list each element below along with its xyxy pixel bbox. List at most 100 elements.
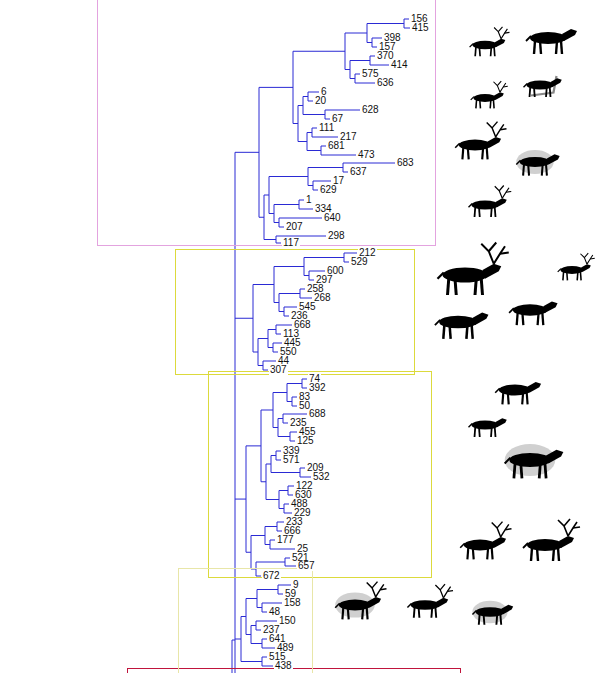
tree-branch bbox=[269, 176, 308, 177]
tree-branch bbox=[257, 607, 262, 608]
animal-tail bbox=[460, 543, 465, 548]
antler bbox=[503, 86, 508, 88]
animal-head bbox=[496, 418, 507, 427]
leaf-label: 438 bbox=[274, 661, 293, 671]
animal-leg bbox=[531, 548, 532, 561]
animal-figure bbox=[470, 27, 510, 56]
animal-leg bbox=[474, 47, 476, 56]
animal-leg bbox=[481, 148, 484, 160]
animal-leg bbox=[527, 165, 530, 176]
animal-leg bbox=[486, 548, 489, 560]
animal-leg bbox=[507, 393, 510, 405]
leaf-label: 125 bbox=[296, 436, 315, 446]
animal-leg bbox=[541, 313, 544, 325]
animal-leg bbox=[430, 607, 433, 617]
leaf-label: 688 bbox=[308, 409, 327, 419]
tree-branch bbox=[344, 253, 357, 254]
tree-branch bbox=[292, 406, 297, 407]
leaf-label: 158 bbox=[283, 598, 302, 608]
leaf-label: 20 bbox=[314, 96, 327, 106]
tree-branch bbox=[261, 481, 266, 482]
dendrogram bbox=[232, 19, 410, 673]
leaf-label: 414 bbox=[390, 60, 409, 70]
animal-head bbox=[488, 137, 502, 148]
animal-figure bbox=[335, 582, 386, 620]
animal-tail bbox=[505, 458, 511, 464]
cluster-box: 7439283506882354551253395712095321226304… bbox=[208, 371, 432, 578]
animal-head bbox=[559, 536, 574, 548]
tree-branch bbox=[274, 222, 279, 223]
tree-branch bbox=[367, 42, 372, 43]
tree-branch bbox=[372, 38, 382, 39]
animal-leg bbox=[556, 41, 557, 54]
tree-branch bbox=[256, 621, 277, 622]
animal-tail bbox=[523, 543, 528, 548]
animal-leg bbox=[455, 279, 456, 295]
animal-leg bbox=[491, 548, 494, 560]
antler bbox=[380, 588, 386, 590]
tree-branch bbox=[285, 566, 296, 567]
antler bbox=[498, 27, 502, 32]
animal-figure bbox=[523, 519, 580, 561]
tree-branch bbox=[257, 589, 278, 590]
animal-leg bbox=[347, 608, 350, 620]
tree-branch bbox=[302, 379, 307, 380]
leaf-label: 150 bbox=[278, 616, 297, 626]
animal-figure bbox=[435, 313, 489, 339]
animal-tail bbox=[438, 273, 444, 279]
tree-branch bbox=[278, 418, 283, 419]
animal-leg bbox=[474, 427, 477, 437]
tree-branch bbox=[256, 630, 261, 631]
tree-branch bbox=[370, 56, 375, 57]
antler bbox=[492, 122, 497, 128]
tree-branch bbox=[372, 47, 377, 48]
tree-branch bbox=[277, 531, 282, 532]
animal-tail bbox=[516, 160, 520, 164]
tree-branch bbox=[325, 119, 330, 120]
tree-branch bbox=[253, 352, 258, 353]
animal-leg bbox=[494, 207, 497, 217]
antler bbox=[505, 32, 510, 34]
tree-branch bbox=[276, 236, 326, 237]
animal-leg bbox=[545, 87, 548, 97]
animal-leg bbox=[490, 47, 492, 56]
animal-leg bbox=[490, 207, 493, 217]
animal-head bbox=[494, 92, 504, 100]
tree-branch bbox=[276, 243, 281, 244]
tree-branch bbox=[256, 562, 285, 563]
tree-branch bbox=[293, 51, 345, 52]
tree-branch bbox=[277, 522, 284, 523]
tree-branch bbox=[276, 334, 281, 335]
tree-branch bbox=[263, 361, 276, 362]
tree-branch bbox=[313, 181, 331, 182]
tree-branch bbox=[313, 190, 318, 191]
tree-branch bbox=[303, 114, 325, 115]
animal-head bbox=[496, 198, 507, 207]
animal-tail bbox=[509, 308, 514, 313]
tree-branch bbox=[283, 414, 307, 415]
animal-leg bbox=[495, 614, 498, 624]
antler bbox=[587, 255, 593, 264]
antler bbox=[564, 519, 570, 526]
animal-leg bbox=[580, 272, 582, 280]
antler bbox=[440, 584, 445, 590]
animal-leg bbox=[545, 463, 546, 478]
tree-branch bbox=[284, 307, 297, 308]
tree-branch bbox=[268, 347, 273, 348]
tree-branch bbox=[264, 195, 269, 196]
tree-branch bbox=[241, 616, 246, 617]
antler bbox=[500, 128, 506, 130]
leaf-label: 207 bbox=[285, 222, 304, 232]
antler bbox=[506, 191, 511, 193]
animal-leg bbox=[490, 427, 493, 437]
leaf-label: 1 bbox=[305, 195, 313, 205]
tree-branch bbox=[355, 83, 375, 84]
tree-branch bbox=[273, 392, 287, 393]
tree-branch bbox=[266, 464, 271, 465]
tree-branch bbox=[271, 472, 300, 473]
leaf-label: 415 bbox=[411, 23, 430, 33]
antler bbox=[496, 124, 504, 137]
animal-leg bbox=[474, 207, 477, 217]
antler bbox=[568, 522, 577, 536]
animal-tail bbox=[435, 320, 440, 325]
